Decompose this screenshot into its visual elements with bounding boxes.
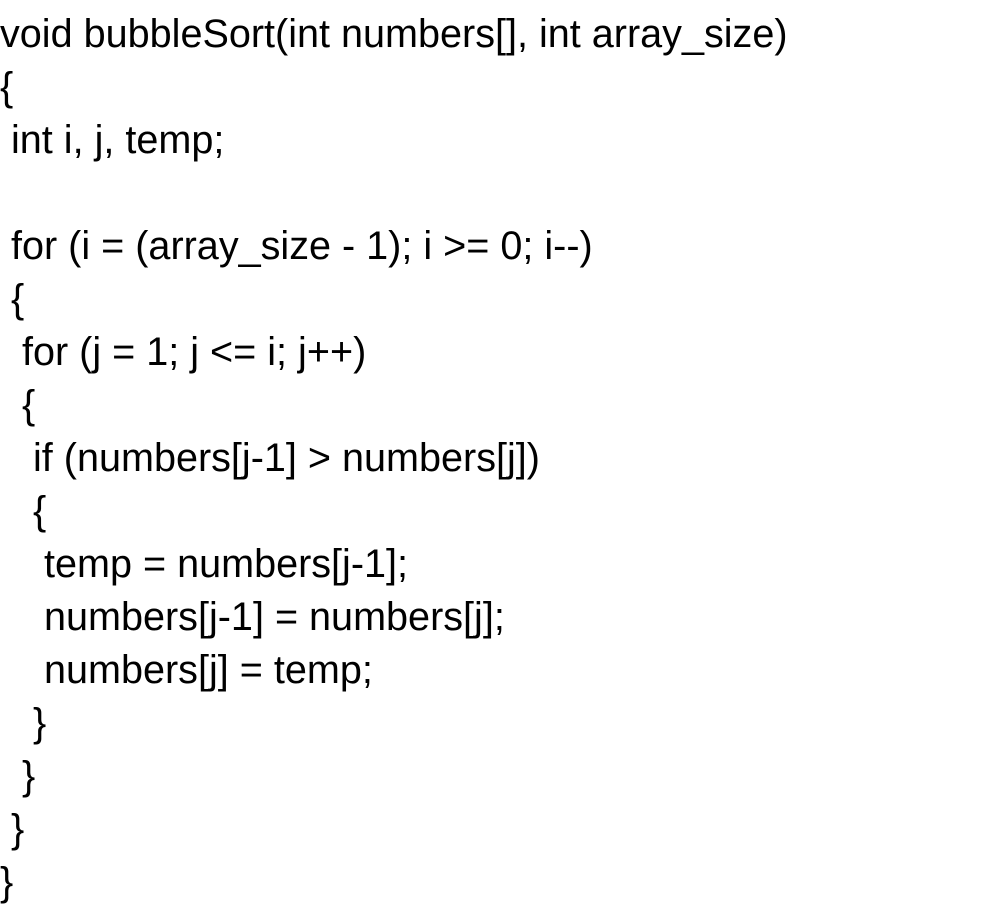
code-line: for (j = 1; j <= i; j++) [0,330,367,374]
code-line: if (numbers[j-1] > numbers[j]) [0,436,540,480]
code-line: for (i = (array_size - 1); i >= 0; i--) [0,224,593,268]
code-line: { [0,489,47,533]
code-line: { [0,277,25,321]
code-line: temp = numbers[j-1]; [0,542,409,586]
code-line: int i, j, temp; [0,118,225,162]
code-line: } [0,860,14,904]
code-line: numbers[j-1] = numbers[j]; [0,595,505,639]
code-line: { [0,383,36,427]
code-line: void bubbleSort(int numbers[], int array… [0,12,788,56]
code-line: { [0,65,14,109]
code-line: } [0,754,36,798]
code-line: } [0,807,25,851]
code-line: numbers[j] = temp; [0,648,373,692]
code-line: } [0,701,47,745]
